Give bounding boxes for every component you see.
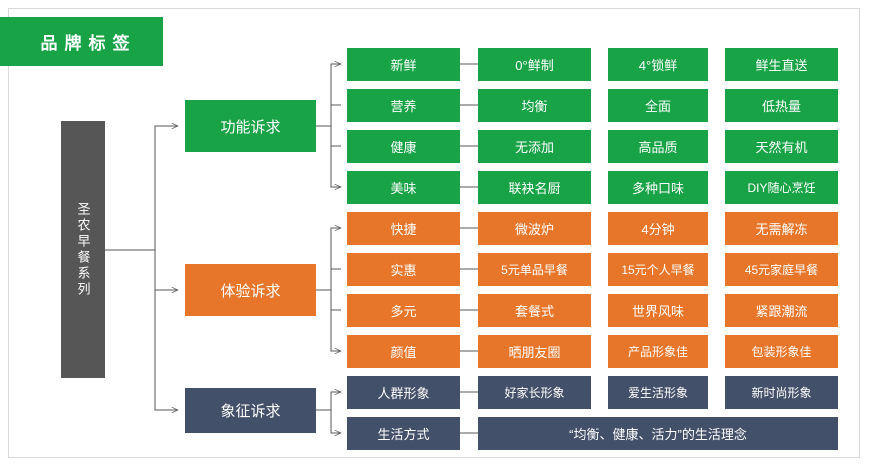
node-value[interactable]: 世界风味 — [608, 294, 708, 327]
node-value[interactable]: 高品质 — [608, 130, 708, 163]
node-value[interactable]: 套餐式 — [478, 294, 591, 327]
node-label[interactable]: 多元 — [347, 294, 460, 327]
node-label[interactable]: 快捷 — [347, 212, 460, 245]
node-value[interactable]: 5元单品早餐 — [478, 253, 591, 286]
node-label[interactable]: 实惠 — [347, 253, 460, 286]
node-value[interactable]: 均衡 — [478, 89, 591, 122]
node-label[interactable]: 生活方式 — [347, 417, 460, 450]
node-value[interactable]: 无添加 — [478, 130, 591, 163]
branch-parent-functional[interactable]: 功能诉求 — [185, 100, 316, 152]
node-label[interactable]: 美味 — [347, 171, 460, 204]
node-value[interactable]: 鲜生直送 — [725, 48, 838, 81]
node-value[interactable]: 紧跟潮流 — [725, 294, 838, 327]
node-value[interactable]: 低热量 — [725, 89, 838, 122]
node-value[interactable]: 天然有机 — [725, 130, 838, 163]
node-value[interactable]: 晒朋友圈 — [478, 335, 591, 368]
root-node[interactable]: 圣农早餐系列 — [61, 121, 105, 378]
node-value[interactable]: 好家长形象 — [478, 376, 591, 409]
node-value[interactable]: 多种口味 — [608, 171, 708, 204]
node-value[interactable]: 产品形象佳 — [608, 335, 708, 368]
node-value[interactable]: 无需解冻 — [725, 212, 838, 245]
branch-parent-symbolic[interactable]: 象征诉求 — [185, 388, 316, 433]
node-value[interactable]: DIY随心烹饪 — [725, 171, 838, 204]
node-label[interactable]: 人群形象 — [347, 376, 460, 409]
node-value[interactable]: 联袂名厨 — [478, 171, 591, 204]
node-label[interactable]: 颜值 — [347, 335, 460, 368]
node-value[interactable]: 全面 — [608, 89, 708, 122]
node-value-merged[interactable]: “均衡、健康、活力”的生活理念 — [478, 417, 838, 450]
node-value[interactable]: 新时尚形象 — [725, 376, 838, 409]
node-value[interactable]: 微波炉 — [478, 212, 591, 245]
node-value[interactable]: 45元家庭早餐 — [725, 253, 838, 286]
node-label[interactable]: 新鲜 — [347, 48, 460, 81]
node-value[interactable]: 0°鲜制 — [478, 48, 591, 81]
node-value[interactable]: 15元个人早餐 — [608, 253, 708, 286]
node-value[interactable]: 包装形象佳 — [725, 335, 838, 368]
node-label[interactable]: 健康 — [347, 130, 460, 163]
node-value[interactable]: 4°锁鲜 — [608, 48, 708, 81]
page-title-badge: 品牌标签 — [0, 17, 163, 66]
branch-parent-experience[interactable]: 体验诉求 — [185, 264, 316, 316]
node-label[interactable]: 营养 — [347, 89, 460, 122]
node-value[interactable]: 爱生活形象 — [608, 376, 708, 409]
node-value[interactable]: 4分钟 — [608, 212, 708, 245]
